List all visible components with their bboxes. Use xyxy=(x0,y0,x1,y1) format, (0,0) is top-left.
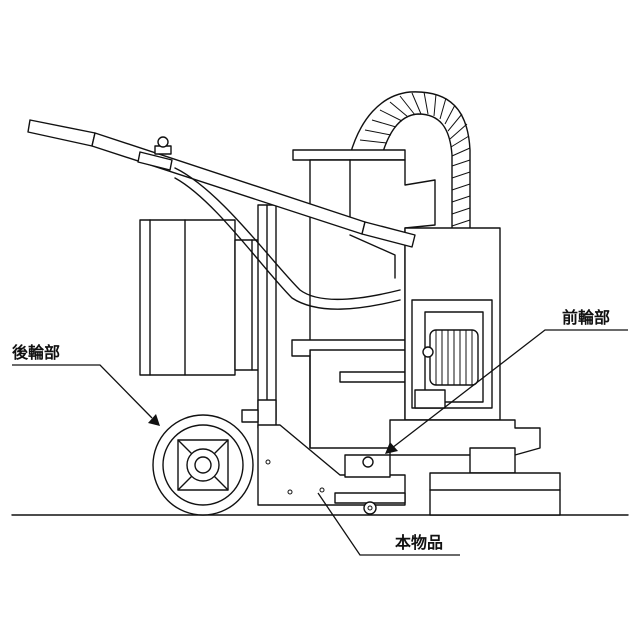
front-housing xyxy=(405,228,500,420)
rear-wheel xyxy=(153,415,253,515)
leader-rear-wheel xyxy=(12,365,160,426)
rear-motor xyxy=(140,220,260,375)
label-rear-wheel: 後輪部 xyxy=(12,343,60,362)
label-main-unit: 本物品 xyxy=(395,533,443,552)
grinding-head xyxy=(390,420,560,515)
label-front-wheel: 前輪部 xyxy=(562,308,610,327)
